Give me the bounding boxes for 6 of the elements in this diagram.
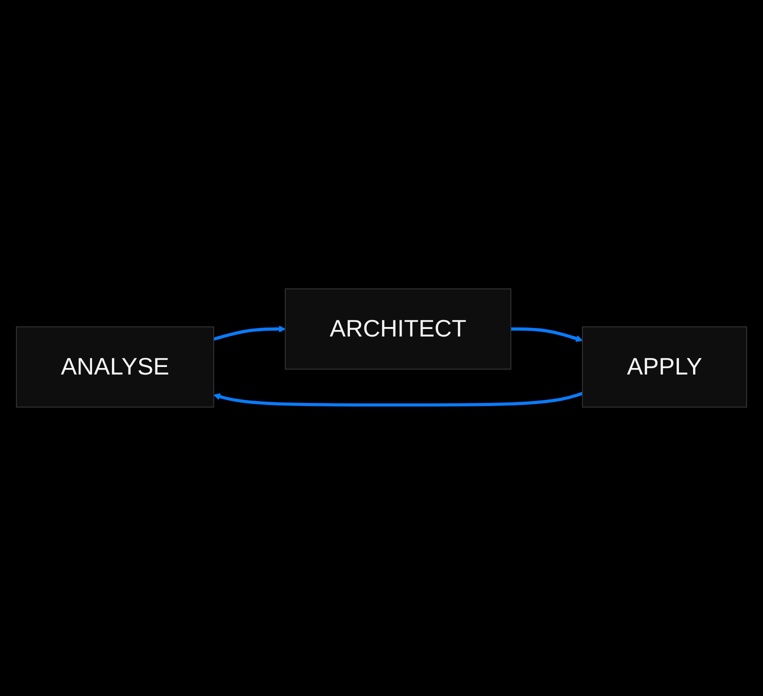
- node-box: ANALYSE: [16, 326, 214, 408]
- node-box: ARCHITECT: [284, 288, 512, 370]
- arrow: [213, 326, 286, 341]
- arrow: [510, 327, 583, 342]
- node-box: APPLY: [582, 326, 748, 408]
- arrow: [213, 392, 583, 407]
